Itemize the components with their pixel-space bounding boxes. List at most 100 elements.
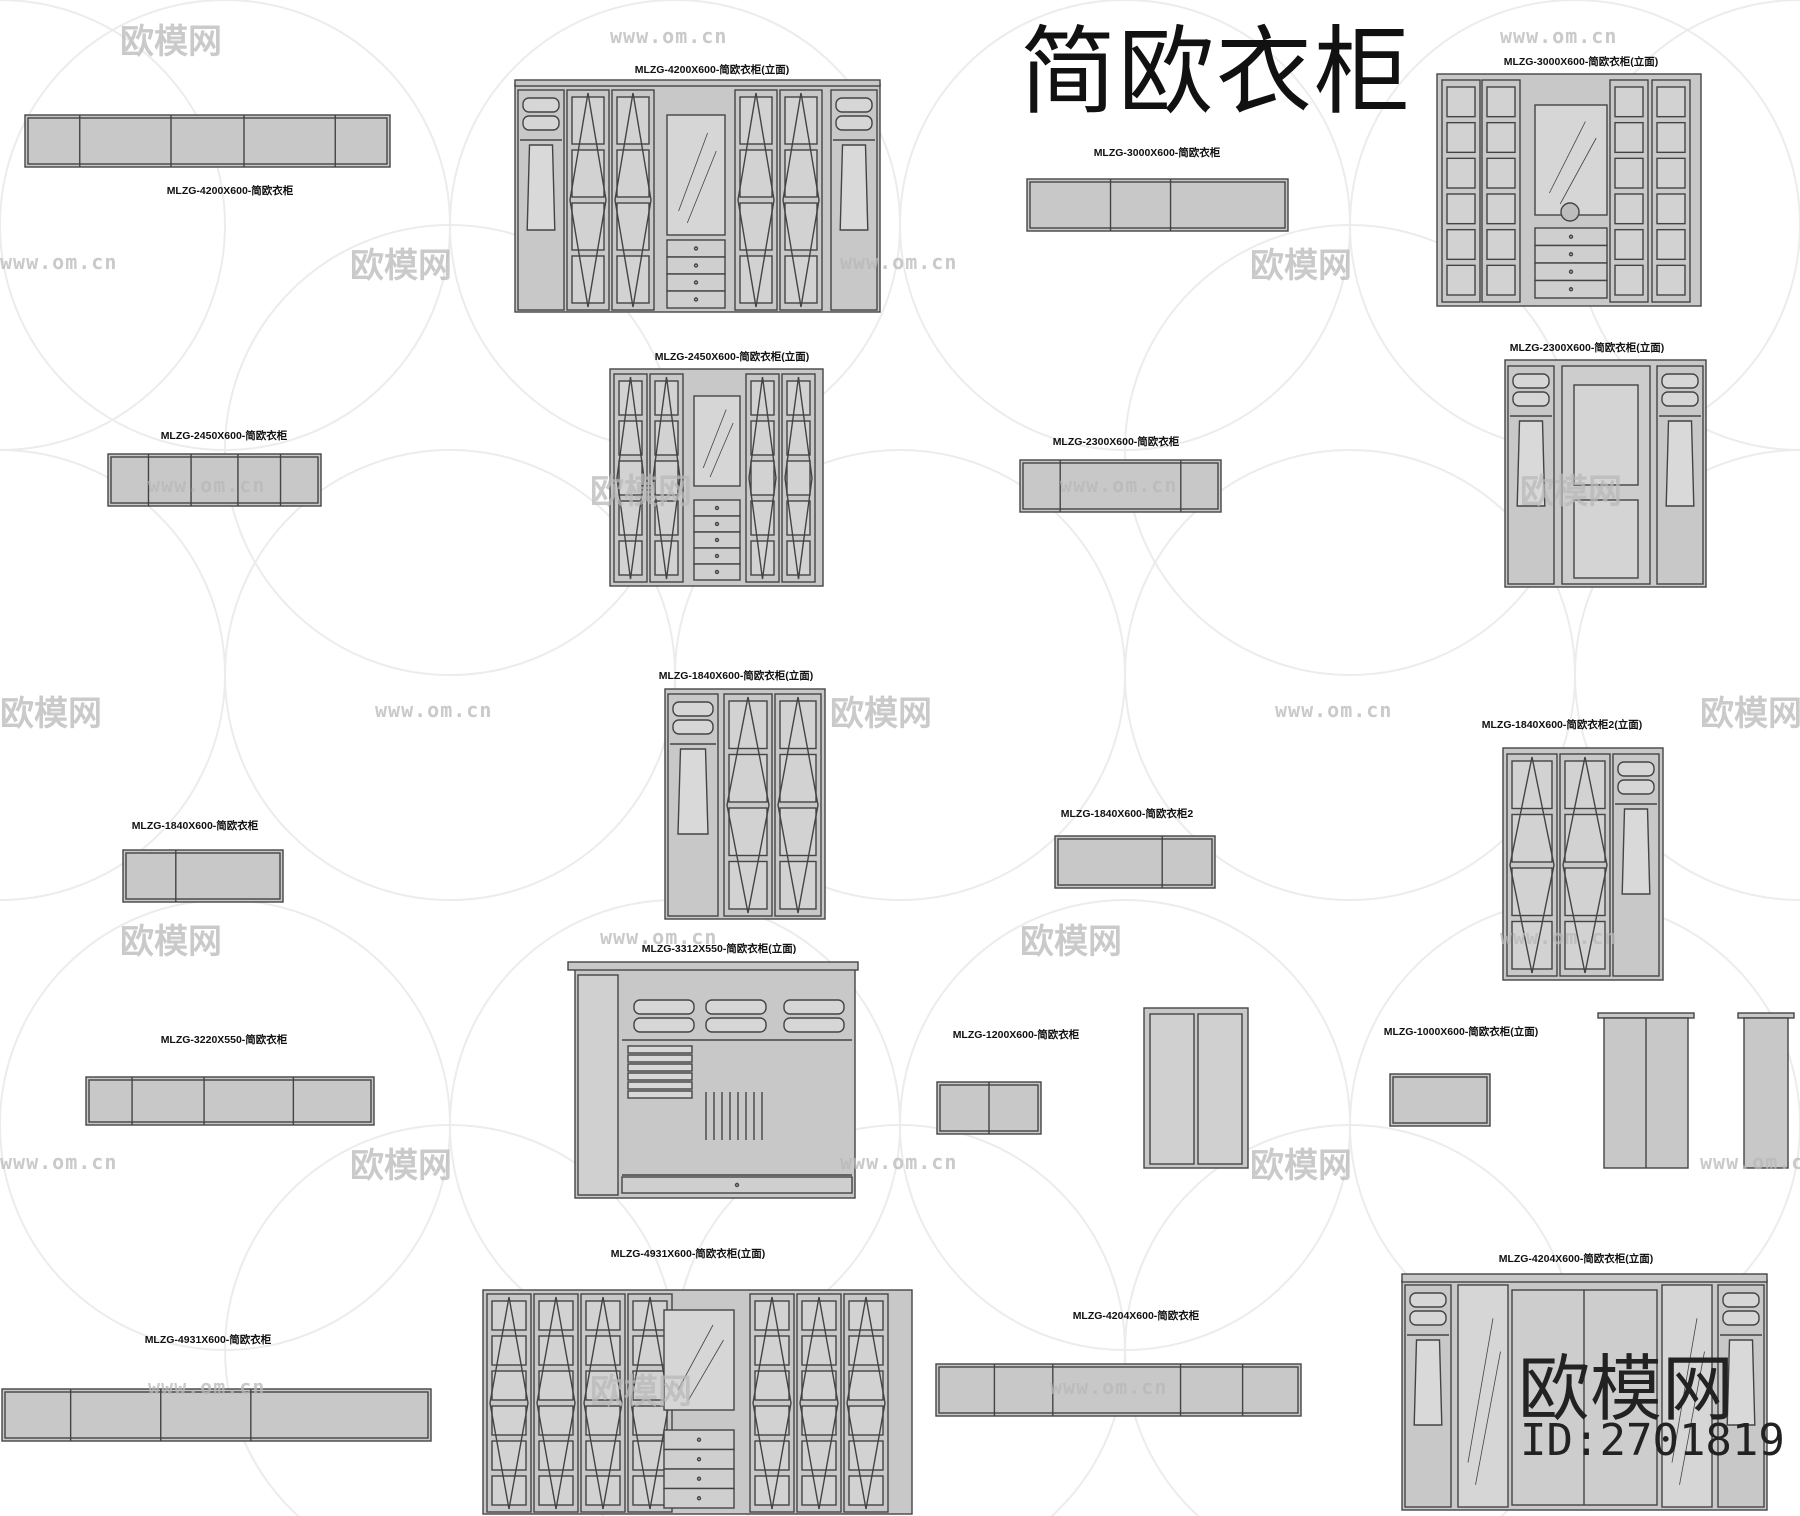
elevation-3000 [1436,73,1702,307]
watermark-url: www.om.cn [375,698,493,722]
hanging-coat [1413,1339,1443,1426]
plan-outline [935,1363,1302,1417]
plan-inner [1029,181,1286,229]
door-recess [585,1370,621,1401]
label-plan-4931: MLZG-4931X600-简欧衣柜 [144,1334,272,1346]
door-recess [1446,86,1476,118]
door-recess [1564,760,1606,810]
watermark-logo: 欧模网 [0,694,102,734]
door-recess [1656,121,1686,154]
door-recess [1486,264,1516,296]
door-recess [491,1405,527,1436]
drawer-knob [1568,269,1574,274]
door-recess [654,500,679,536]
folded-towels [522,97,560,113]
door-recess [654,540,679,576]
door-recess [848,1405,884,1436]
door-recess [1446,157,1476,189]
door-recess [786,460,811,496]
mirror-glare [678,132,708,212]
drawer-knob [714,521,720,527]
mirror-panel [1457,1284,1509,1508]
door-recess [754,1405,790,1436]
folded-towels [783,1017,845,1033]
door-recess [1656,264,1686,296]
crown-molding [567,961,859,971]
door-diamond [726,696,770,914]
door-recess [1511,813,1553,863]
door-recess [585,1475,621,1506]
drawer-knob [696,1457,702,1462]
label-elev-3000: MLZG-3000X600-简欧衣柜(立面) [1503,56,1659,68]
plan-inner [27,117,388,165]
door-recess [491,1300,527,1331]
door-recess [786,420,811,456]
folded-towels [1617,779,1655,795]
door-recess [1656,86,1686,118]
plan-4931 [1,1388,432,1442]
label-elev-1840: MLZG-1840X600-简欧衣柜(立面) [658,670,814,682]
watermark-url: www.om.cn [0,250,118,274]
watermark-logo: 欧模网 [350,246,452,286]
plan-3220 [85,1076,375,1126]
drawer-knob [693,280,699,285]
door-recess [616,96,650,145]
watermark-logo: 欧模网 [1250,1146,1352,1186]
door-recess [1486,193,1516,225]
hanging-coat [1726,1339,1756,1426]
door-recess [779,860,817,910]
plan-1840-2 [1054,835,1216,889]
door-recess [618,420,643,456]
watermark-url: www.om.cn [600,925,718,949]
elevation-2300 [1504,359,1707,588]
plan-inner [4,1391,429,1439]
label-elev-2450: MLZG-2450X600-简欧衣柜(立面) [654,351,810,363]
plan-outline [1,1388,432,1442]
door-recess [618,500,643,536]
door-recess [750,460,775,496]
door-recess [538,1370,574,1401]
mirror-panel [693,395,741,487]
watermark-logo: 欧模网 [830,694,932,734]
door-diamond [737,92,775,308]
door-recess [801,1370,837,1401]
door-recess [632,1300,668,1331]
drawer-knob [1568,234,1574,239]
door-recess [786,540,811,576]
door-recess [754,1300,790,1331]
drawer-knob [1568,287,1574,292]
door-recess [1614,121,1644,154]
door-recess [848,1300,884,1331]
door-recess [1614,228,1644,261]
drawer-knob [714,505,720,511]
door-recess [585,1300,621,1331]
door-recess [786,380,811,416]
folded-towels [1512,373,1550,389]
watermark-url: www.om.cn [1500,24,1618,48]
watermark-logo: 欧模网 [590,1372,692,1412]
door-recess [1614,86,1644,118]
mirror-glare [688,1339,724,1401]
door-diamond [630,1296,670,1510]
drawer-knob [693,263,699,268]
plan-inner [1022,462,1219,510]
elevation-4931 [482,1289,913,1515]
door-recess [632,1475,668,1506]
door-recess [1656,193,1686,225]
folded-towels [633,999,695,1015]
watermark-logo: 欧模网 [1250,246,1352,286]
door-recess [491,1370,527,1401]
door-diamond [782,92,820,308]
crown-molding [514,79,881,87]
label-elev-1840-2: MLZG-1840X600-简欧衣柜2(立面) [1481,719,1643,731]
plan-inner [1057,838,1213,886]
door-recess [848,1475,884,1506]
watermark-logo: 欧模网 [350,1146,452,1186]
mirror-glare [1549,121,1586,194]
door-recess [1486,228,1516,261]
door-recess [1511,867,1553,917]
door-diamond [777,696,819,914]
mirror-glare [677,1324,714,1391]
drawer-knob [693,297,699,302]
elevation-2450 [609,368,824,587]
